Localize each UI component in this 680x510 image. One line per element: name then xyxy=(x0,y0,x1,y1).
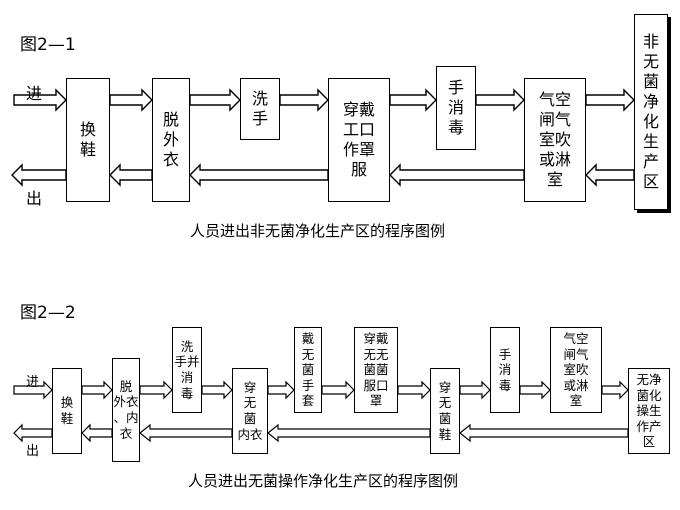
arrow-return xyxy=(459,423,629,443)
arrow-forward xyxy=(585,88,635,112)
step-change-shoes: 换 鞋 xyxy=(66,78,110,202)
step-airlock-or-shower: 气空 闸气 室吹 或淋 室 xyxy=(524,78,586,202)
step-remove-outer-inner-clothes: 脱 外衣 、内 衣 xyxy=(112,358,140,462)
arrow-return xyxy=(109,163,153,187)
step-change-shoes: 换 鞋 xyxy=(52,368,82,454)
arrow-forward xyxy=(601,380,629,400)
arrow-forward xyxy=(459,380,491,400)
step-wear-sterile-shoes: 穿 无 菌 鞋 xyxy=(430,368,460,454)
step-hand-disinfection: 手 消 毒 xyxy=(490,327,520,413)
figure-label: 图2—1 xyxy=(20,35,76,55)
entry-label: 进 xyxy=(26,375,40,390)
arrow-forward xyxy=(321,380,355,400)
arrow-return xyxy=(585,163,635,187)
step-wear-sterile-suit-mask: 穿戴 无无 菌菌 服口 罩 xyxy=(354,327,398,413)
step-wear-workwear-mask: 穿戴 工口 作罩 服 xyxy=(328,78,390,202)
arrow-forward xyxy=(267,380,295,400)
arrow-forward xyxy=(189,88,241,112)
arrow-return xyxy=(11,163,67,187)
arrow-return xyxy=(189,163,329,187)
zone-sterile-clean-area: 无净 菌化 操生 作产 区 xyxy=(628,368,670,454)
arrow-forward xyxy=(109,88,153,112)
arrow-forward xyxy=(81,380,113,400)
arrow-forward xyxy=(519,380,551,400)
arrow-forward xyxy=(389,88,437,112)
caption: 人员进出无菌操作净化生产区的程序图例 xyxy=(188,472,459,490)
caption: 人员进出非无菌净化生产区的程序图例 xyxy=(190,222,446,240)
exit-label: 出 xyxy=(26,189,43,208)
arrow-forward xyxy=(139,380,173,400)
arrow-return xyxy=(267,423,431,443)
arrow-forward xyxy=(397,380,431,400)
figure-label: 图2—2 xyxy=(20,303,76,323)
arrow-return xyxy=(389,163,525,187)
arrow-return xyxy=(139,423,233,443)
arrow-forward xyxy=(13,380,53,400)
arrow-forward xyxy=(201,380,233,400)
arrow-return xyxy=(81,423,113,443)
step-wash-disinfect-hands: 洗 手并 消 毒 xyxy=(172,327,202,413)
step-wear-sterile-gloves: 戴 无 菌 手 套 xyxy=(294,327,322,413)
arrow-forward xyxy=(475,88,525,112)
arrow-forward xyxy=(13,88,67,112)
step-hand-disinfection: 手 消 毒 xyxy=(436,66,476,150)
step-wash-hands: 洗 手 xyxy=(240,78,280,140)
step-wear-sterile-underwear: 穿 无 菌 内衣 xyxy=(232,368,268,454)
step-remove-outerwear: 脱 外 衣 xyxy=(152,78,190,202)
step-airlock-or-shower: 气空 闸气 室吹 或淋 室 xyxy=(550,327,602,413)
exit-label: 出 xyxy=(26,444,40,459)
zone-non-sterile-clean-area: 非 无 菌 净 化 生 产 区 xyxy=(634,14,668,210)
entry-label: 进 xyxy=(26,84,43,103)
arrow-return xyxy=(13,423,53,443)
arrow-forward xyxy=(279,88,329,112)
